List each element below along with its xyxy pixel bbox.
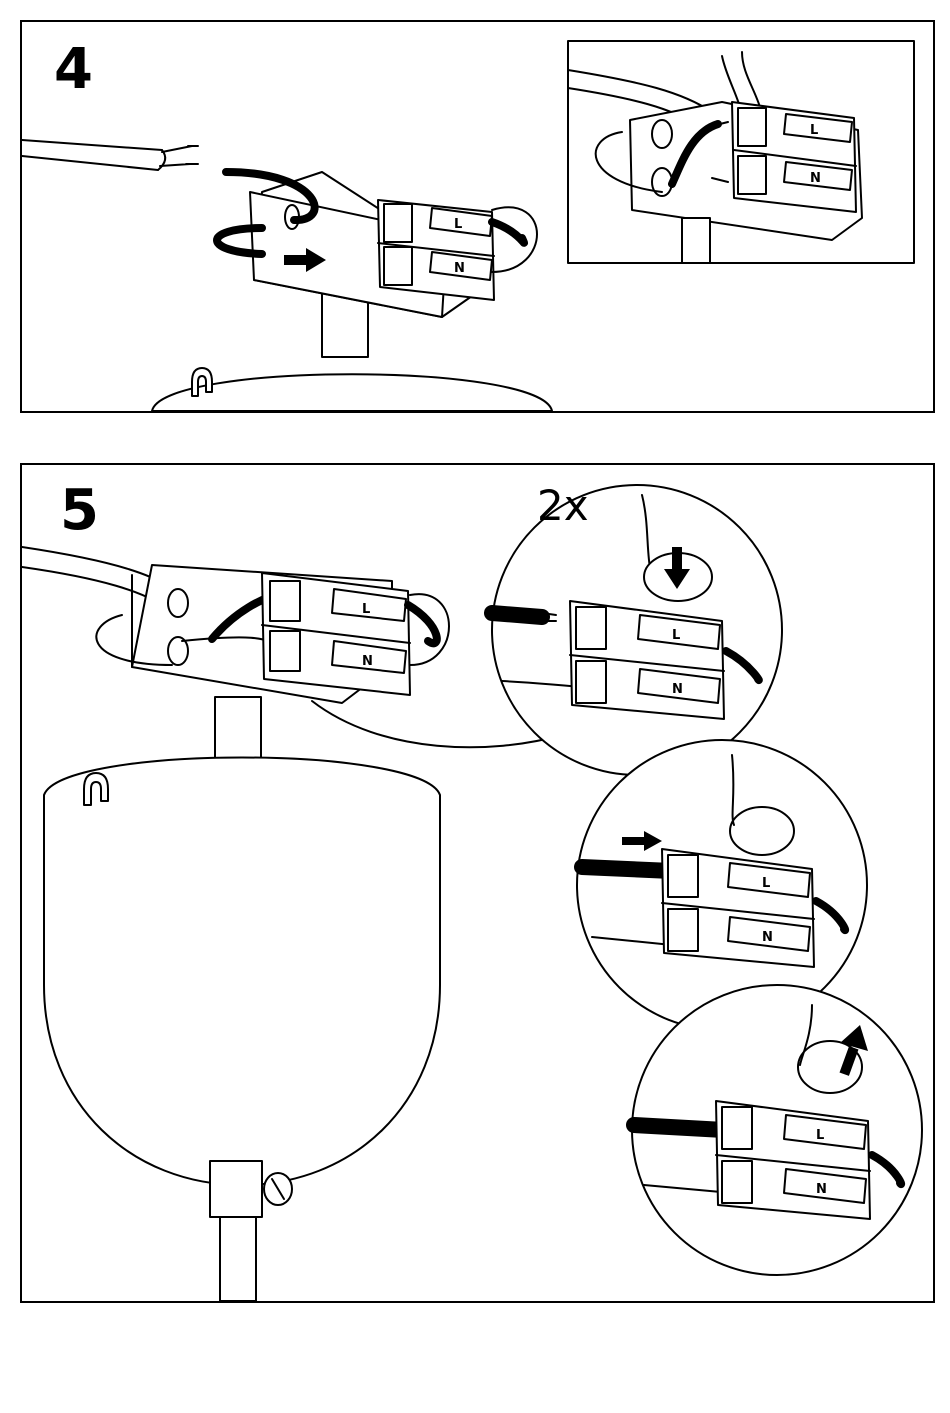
step-number: 4 <box>54 42 93 98</box>
callout-2: L N <box>577 740 867 1030</box>
step-number: 5 <box>60 483 99 539</box>
live-terminal-label: L <box>454 217 462 232</box>
callout-2-neutral-label: N <box>762 930 773 945</box>
mounting-stem <box>215 697 261 767</box>
step-4-panel: 4 <box>20 20 935 413</box>
live-terminal-label: L <box>362 602 370 617</box>
callout-1-live-label: L <box>672 628 680 643</box>
callout-3: L N <box>632 985 922 1275</box>
ceiling-canopy <box>152 368 552 411</box>
terminal-block: L N <box>262 573 449 695</box>
inset-neutral-terminal-label: N <box>810 171 821 186</box>
terminal-block: L N <box>378 200 537 300</box>
callout-3-live-label: L <box>816 1128 824 1143</box>
ceiling-canopy <box>44 758 440 1186</box>
callout-2-live-label: L <box>762 876 770 891</box>
inset-live-terminal-label: L <box>810 123 818 138</box>
callout-1: L N <box>492 485 782 775</box>
callout-1-neutral-label: N <box>672 682 683 697</box>
callout-3-neutral-label: N <box>816 1182 827 1197</box>
repeat-count-label: 2x <box>537 485 589 527</box>
step-4-illustration: L N L N <box>22 22 933 411</box>
cord-grip <box>210 1161 292 1301</box>
neutral-terminal-label: N <box>362 654 373 669</box>
step-5-illustration: L N L <box>22 465 933 1301</box>
step-5-panel: 5 2x L N <box>20 463 935 1303</box>
detail-inset: L N <box>568 41 914 263</box>
mains-cable <box>22 140 198 170</box>
neutral-terminal-label: N <box>454 261 465 276</box>
